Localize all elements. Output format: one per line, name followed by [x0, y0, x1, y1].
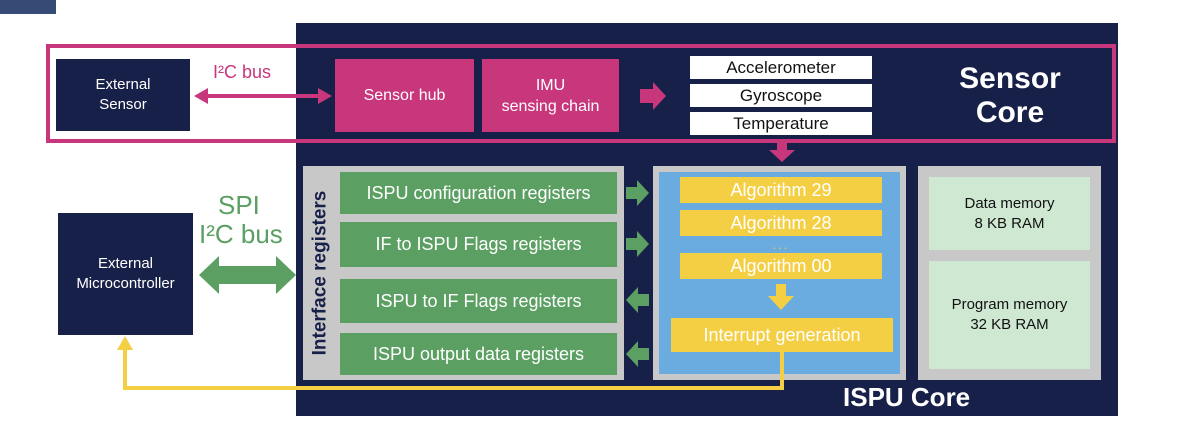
interrupt-generation-box: Interrupt generation — [671, 318, 893, 352]
external-sensor-line1: External — [95, 76, 151, 93]
gyroscope-box: Gyroscope — [690, 84, 872, 107]
program-memory-line2: 32 KB RAM — [970, 316, 1049, 333]
imu-to-sensors-arrow — [640, 82, 666, 110]
sensor-core-line1: Sensor — [959, 62, 1061, 95]
external-sensor-line2: Sensor — [99, 96, 147, 113]
temperature-box: Temperature — [690, 112, 872, 135]
data-memory-box: Data memory 8 KB RAM — [929, 177, 1090, 250]
i2c-bus-label-2: I²C bus — [199, 219, 283, 249]
interrupt-line-arrowhead — [117, 336, 133, 350]
algorithm-00-box: Algorithm 00 — [680, 253, 882, 279]
sensor-core-line2: Core — [975, 96, 1045, 129]
register-ispu-output-data: ISPU output data registers — [340, 333, 617, 375]
program-memory-line1: Program memory — [951, 296, 1068, 313]
spi-label: SPI — [218, 190, 260, 220]
register-ispu-configuration: ISPU configuration registers — [340, 172, 617, 214]
register-if-to-ispu-flags: IF to ISPU Flags registers — [340, 222, 617, 267]
algorithm-ellipsis: ... — [772, 236, 790, 252]
spi-i2c-double-arrow — [199, 256, 296, 294]
if-to-ispu-register-arrow — [626, 231, 649, 257]
register-ispu-to-if-flags: ISPU to IF Flags registers — [340, 279, 617, 323]
program-memory-box: Program memory 32 KB RAM — [929, 261, 1090, 369]
algorithm-28-box: Algorithm 28 — [680, 210, 882, 236]
sensor-hub-box: Sensor hub — [335, 59, 474, 132]
accelerometer-box: Accelerometer — [690, 56, 872, 79]
external-mcu-line2: Microcontroller — [76, 275, 175, 292]
imu-line2: sensing chain — [501, 97, 600, 115]
algorithm-to-interrupt-arrow — [768, 284, 794, 310]
data-memory-line1: Data memory — [964, 194, 1055, 212]
sensor-core-down-arrow — [769, 142, 795, 162]
external-mcu-line1: External — [97, 255, 154, 272]
sensor-core-title: Sensor Core — [930, 62, 1090, 130]
imu-sensing-chain-box: IMU sensing chain — [482, 59, 619, 132]
imu-line1: IMU — [535, 76, 566, 94]
external-sensor-box: External Sensor — [56, 59, 190, 131]
ispu-to-if-register-arrow — [626, 287, 649, 313]
external-microcontroller-box: External Microcontroller — [58, 213, 193, 335]
config-register-arrow — [626, 180, 649, 206]
interrupt-line — [123, 348, 784, 390]
algorithm-29-box: Algorithm 29 — [680, 177, 882, 203]
output-data-register-arrow — [626, 341, 649, 367]
i2c-bus-label: I²C bus — [213, 62, 272, 82]
ispu-core-title: ISPU Core — [843, 382, 971, 412]
i2c-bus-arrow — [194, 88, 332, 104]
data-memory-line2: 8 KB RAM — [974, 214, 1045, 232]
corner-tab — [0, 0, 56, 14]
sensor-core-outline — [46, 44, 1116, 143]
